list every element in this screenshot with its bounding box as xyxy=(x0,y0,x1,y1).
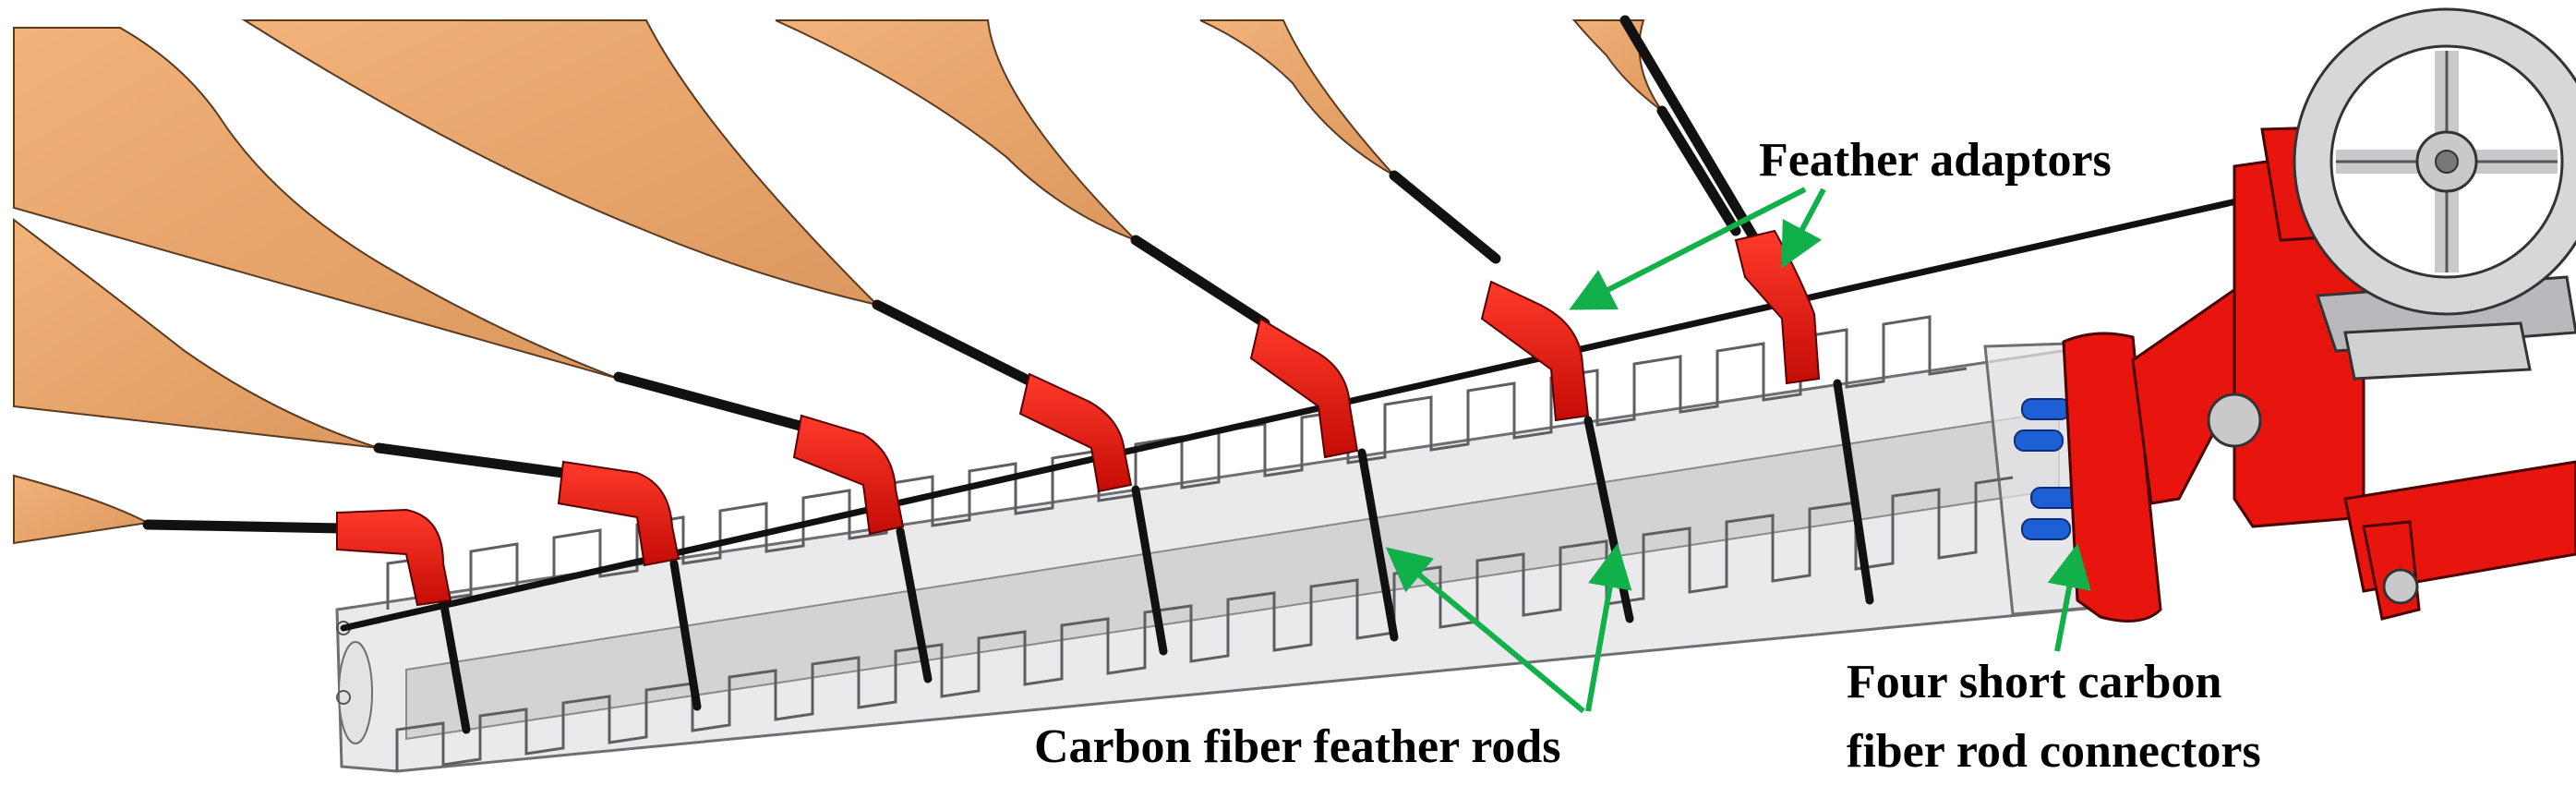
rod-shaft-6 xyxy=(1389,170,1501,264)
feather-6 xyxy=(1199,19,1395,176)
arrow-connectors xyxy=(2047,543,2091,652)
arrow-adaptor-left xyxy=(1569,187,1807,310)
rod-vertical-3 xyxy=(896,526,933,683)
bracket-lower xyxy=(2343,321,2532,381)
rod-vertical-4 xyxy=(1131,485,1168,656)
adaptor-6 xyxy=(1480,280,1590,422)
arrow-rod-left xyxy=(1385,547,1585,714)
adaptor-7 xyxy=(1734,229,1821,385)
feather-4 xyxy=(241,19,881,307)
rod-shaft-1 xyxy=(142,519,347,534)
wheel xyxy=(2293,7,2576,316)
adaptor-4 xyxy=(1018,372,1133,493)
adaptor-2 xyxy=(557,460,680,567)
rod-vertical-5 xyxy=(1357,448,1399,642)
adaptor-1 xyxy=(336,508,452,607)
callout-arrows xyxy=(1385,187,2091,714)
feathers xyxy=(13,19,1663,545)
rod-vertical-1 xyxy=(439,596,471,734)
feather-5 xyxy=(775,19,1137,241)
rod-shaft-3 xyxy=(613,371,809,432)
rod-vertical-2 xyxy=(669,559,702,711)
pivot-pin-2 xyxy=(2382,568,2419,605)
rod-vertical-7 xyxy=(1833,379,1874,605)
label-feather-rods: Carbon fiber feather rods xyxy=(1034,720,1561,773)
arrow-rod-right xyxy=(1585,543,1632,712)
connector-4 xyxy=(2021,518,2071,540)
adaptor-5 xyxy=(1249,317,1359,459)
feather-adaptors xyxy=(336,229,1821,607)
connector-1 xyxy=(2021,398,2071,420)
feather-3 xyxy=(13,27,620,380)
label-rod-connectors-line2: fiber rod connectors xyxy=(1847,725,2261,778)
arrow-adaptor-right xyxy=(1781,187,1826,269)
rod-shaft-7 xyxy=(1656,105,1741,236)
adaptor-3 xyxy=(792,414,905,536)
feather-1 xyxy=(13,474,151,545)
feather-2 xyxy=(13,217,379,449)
connector-2 xyxy=(2014,429,2064,452)
label-rod-connectors-line1: Four short carbon xyxy=(1847,656,2221,708)
pivot-pin-1 xyxy=(2207,393,2262,448)
rod-shaft-2 xyxy=(373,442,569,478)
rod-shaft-5 xyxy=(1130,235,1270,329)
rod-shaft-4 xyxy=(872,299,1040,389)
rod-shaft-8 xyxy=(1619,15,1760,244)
label-feather-adaptors: Feather adaptors xyxy=(1759,134,2112,187)
rod-connectors xyxy=(2014,398,2080,540)
